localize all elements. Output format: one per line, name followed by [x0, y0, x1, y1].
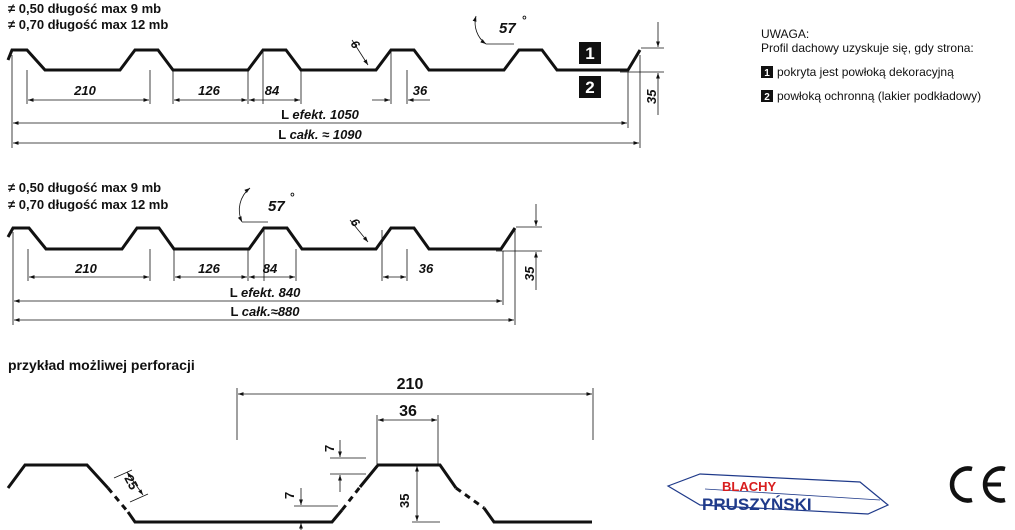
- perforation-title: przykład możliwej perforacji: [8, 357, 195, 373]
- perf-dim-7-lower: 7: [282, 492, 297, 499]
- badge-2: [579, 76, 601, 98]
- perf-dim-7-upper: 7: [322, 445, 337, 452]
- radius-6: 6: [348, 216, 363, 230]
- dim-210: 210: [73, 83, 96, 98]
- perf-dim-36: 36: [399, 403, 417, 420]
- note-item-2: powłoką ochronną (lakier podkładowy): [777, 89, 981, 103]
- trapezoid-profile-bottom: [6, 226, 517, 251]
- perf-dim-25: 25: [121, 472, 141, 492]
- perf-dim-35: 35: [397, 494, 412, 508]
- thickness-line-1: ≠ 0,50 długość max 9 mb: [8, 180, 161, 195]
- trapezoid-profile-top: [6, 48, 642, 72]
- dim-126: 126: [198, 83, 220, 98]
- logo-line-2: PRUSZYŃSKI: [702, 495, 812, 514]
- svg-text:1: 1: [585, 44, 594, 63]
- badge-1: [579, 42, 601, 64]
- note-title: UWAGA:: [761, 27, 809, 41]
- company-logo: BLACHY PRUSZYŃSKI: [666, 473, 890, 515]
- dim-36: 36: [419, 261, 434, 276]
- l-total: L całk.≈880: [230, 304, 300, 319]
- note-subtitle: Profil dachowy uzyskuje się, gdy strona:: [761, 41, 974, 55]
- perf-dim-210: 210: [397, 376, 424, 393]
- logo-line-1: BLACHY: [722, 479, 776, 494]
- dim-height-35: 35: [522, 266, 537, 281]
- profile-top: ≠ 0,50 długość max 9 mb ≠ 0,70 długość m…: [6, 1, 664, 148]
- dim-210: 210: [74, 261, 97, 276]
- svg-text:°: °: [522, 13, 527, 27]
- perforation-example: przykład możliwej perforacji 210 36 35 7: [6, 357, 594, 530]
- svg-text:2: 2: [764, 92, 770, 103]
- profile-bottom: ≠ 0,50 długość max 9 mb ≠ 0,70 długość m…: [6, 180, 542, 325]
- thickness-line-2: ≠ 0,70 długość max 12 mb: [8, 17, 168, 32]
- note-item-1: pokryta jest powłoką dekoracyjną: [777, 65, 954, 79]
- l-effective: L efekt. 840: [230, 285, 301, 300]
- ce-mark-icon: [949, 466, 1006, 503]
- thickness-line-2: ≠ 0,70 długość max 12 mb: [8, 197, 168, 212]
- note-box: UWAGA: Profil dachowy uzyskuje się, gdy …: [761, 27, 981, 103]
- svg-text:1: 1: [764, 68, 770, 79]
- svg-text:2: 2: [585, 78, 594, 97]
- dim-height-35: 35: [644, 89, 659, 104]
- dim-36: 36: [413, 83, 428, 98]
- dim-84: 84: [265, 83, 280, 98]
- l-total: L całk. ≈ 1090: [278, 127, 362, 142]
- dim-84: 84: [263, 261, 278, 276]
- radius-6: 6: [348, 38, 363, 52]
- thickness-line-1: ≠ 0,50 długość max 9 mb: [8, 1, 161, 16]
- angle-57: 57: [268, 198, 285, 215]
- angle-57: 57: [499, 20, 516, 37]
- svg-text:°: °: [290, 190, 295, 204]
- l-effective: L efekt. 1050: [281, 107, 360, 122]
- dim-126: 126: [198, 261, 220, 276]
